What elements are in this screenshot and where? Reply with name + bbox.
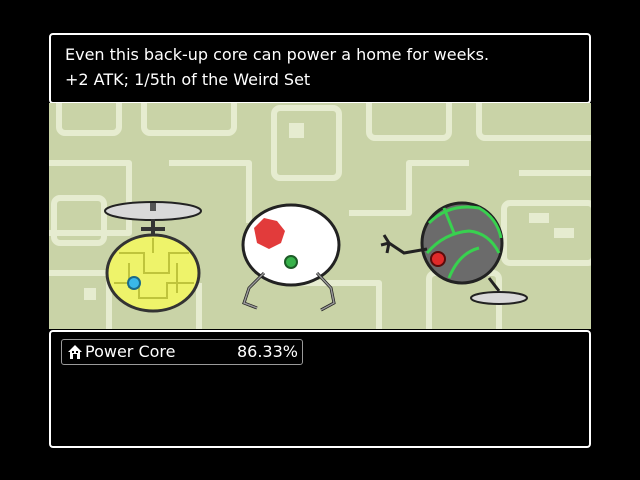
item-name: Power Core	[85, 342, 176, 361]
house-icon	[67, 344, 83, 360]
item-percent: 86.33%	[236, 342, 298, 361]
item-description-box: Even this back-up core can power a home …	[49, 33, 591, 104]
inventory-panel: Power Core 86.33%	[49, 330, 591, 448]
helicopter-orb-creature	[104, 201, 202, 313]
inventory-item-power-core[interactable]: Power Core 86.33%	[61, 339, 303, 365]
description-line-1: Even this back-up core can power a home …	[65, 45, 490, 64]
white-robot-creature	[241, 203, 341, 312]
description-line-2: +2 ATK; 1/5th of the Weird Set	[65, 70, 311, 89]
circuit-background	[49, 103, 591, 329]
battle-scene	[49, 103, 591, 329]
dark-sphere-robot-creature	[380, 201, 528, 305]
